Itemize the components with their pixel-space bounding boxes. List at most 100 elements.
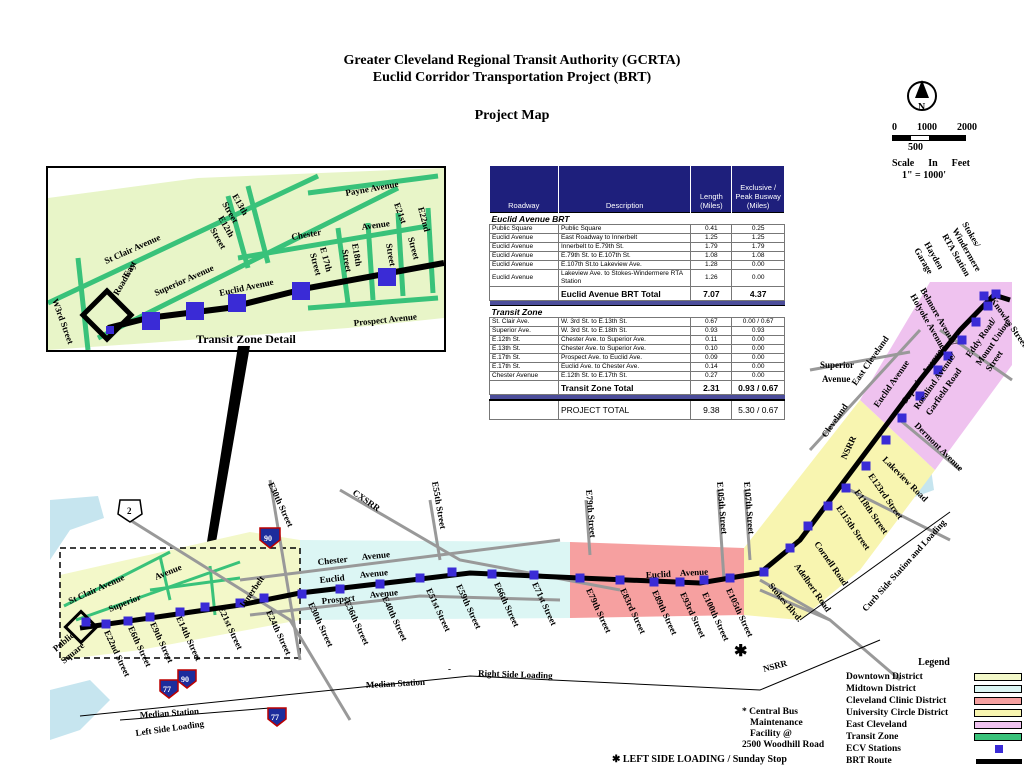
total-exclusive: 4.37 (731, 286, 785, 301)
inset-st-clair-road (48, 173, 320, 306)
legend-item: Transit Zone (846, 731, 1022, 743)
road-cornell (759, 578, 831, 622)
tz-st-clair (63, 550, 171, 608)
road-lakeview (849, 488, 951, 542)
ecv-station (861, 461, 871, 471)
shield-90b-label: 90 (181, 675, 189, 684)
inset-caption: Transit Zone Detail (196, 332, 296, 346)
inset-station (292, 282, 310, 300)
table-divider (489, 394, 785, 400)
maintenance-star-icon: ✱ (734, 643, 747, 660)
legend-item: Downtown District (846, 671, 1022, 683)
label-e30: E30th Street (266, 481, 295, 529)
ecv-station (881, 435, 891, 445)
ecv-station (415, 573, 425, 583)
legend-item: BRT Route (846, 755, 1022, 767)
legend-item: ECV Stations (846, 743, 1022, 755)
inset-e12-road (245, 185, 271, 264)
interstate-77-shield-a: 77 (159, 679, 179, 699)
inset-station (186, 302, 204, 320)
maintenance-footnote: * Central Bus Maintenance Facility @ 250… (742, 707, 824, 751)
ecv-station (145, 612, 155, 622)
table-total-row: Euclid Avenue BRT Total 7.07 4.37 (489, 286, 785, 301)
ecv-station (991, 289, 1001, 299)
table-total-row: Transit Zone Total 2.31 0.93 / 0.67 (489, 380, 785, 395)
ecv-station (675, 577, 685, 587)
inset-payne-road (307, 173, 439, 196)
legend-title: Legend (918, 657, 950, 668)
section-name: Euclid Avenue BRT (489, 212, 785, 225)
label-avenue-4: Avenue (680, 567, 709, 578)
inset-e21-road (395, 212, 406, 297)
legend-item: East Cleveland (846, 719, 1022, 731)
road-superior-east (809, 350, 911, 372)
label-e107: E107th Street (742, 481, 757, 534)
ecv-station (235, 598, 245, 608)
label-chester: Chester (317, 554, 348, 567)
ecv-station (725, 573, 735, 583)
table-section-header: Transit Zone (489, 305, 785, 318)
inset-pointer (206, 346, 250, 548)
ecv-station (81, 617, 91, 627)
legend-label: Midtown District (846, 684, 916, 694)
label-euclid-2: Euclid (646, 569, 672, 580)
scale-in: In (928, 158, 938, 169)
label-avenue-1: Avenue (361, 549, 390, 562)
legend-swatch (974, 697, 1022, 705)
ecv-station (123, 616, 133, 626)
legend-swatch (974, 721, 1022, 729)
map-subtitle: Project Map (474, 108, 550, 123)
ecv-station (971, 317, 981, 327)
road-e107 (743, 489, 752, 561)
road-e55 (428, 499, 442, 561)
ecv-station (915, 391, 925, 401)
shield-90-label: 90 (264, 534, 272, 543)
ecv-station (529, 570, 539, 580)
ecv-station (200, 602, 210, 612)
legend-swatch (974, 673, 1022, 681)
inset-chester-road (237, 223, 429, 261)
ecv-station (943, 351, 953, 361)
col-exclusive: Exclusive / Peak Busway (Miles) (731, 166, 785, 213)
legend-swatch-route (976, 758, 1022, 764)
footnote-line-3: Facility @ (750, 729, 792, 739)
legend-rows: Downtown District Midtown District Cleve… (846, 671, 1022, 767)
cell-description: Lakeview Ave. to Stokes-Windermere RTA S… (557, 269, 692, 287)
label-e105: E105th Street (715, 481, 730, 534)
inset-stations (106, 268, 396, 334)
ecv-station (803, 521, 813, 531)
legend-swatch (974, 709, 1022, 717)
inset-prospect-road (307, 295, 439, 311)
ecv-station (983, 301, 993, 311)
scale-1000: 1000 (917, 122, 937, 133)
total-label: Euclid Avenue BRT Total (557, 286, 692, 301)
label-avenue-6: Avenue (822, 374, 850, 384)
left-side-loading-note: ✱ LEFT SIDE LOADING / Sunday Stop (612, 754, 787, 765)
ecv-station (615, 575, 625, 585)
grand-total-length: 9.38 (690, 399, 733, 420)
footnote-line-1: * Central Bus (742, 707, 798, 717)
district-university (744, 400, 935, 620)
district-midtown (300, 540, 570, 620)
legend-label: ECV Stations (846, 744, 901, 754)
ecv-station (933, 365, 943, 375)
section-name: Transit Zone (489, 305, 785, 318)
shield-77b-label: 77 (271, 713, 279, 722)
title-block: Greater Cleveland Regional Transit Autho… (0, 52, 1024, 124)
legend-label: East Cleveland (846, 720, 907, 730)
label-nsrr-2: NSRR (762, 658, 789, 674)
legend-item: Midtown District (846, 683, 1022, 695)
table-body: Euclid Avenue BRT Public Square Public S… (489, 212, 785, 420)
lake-area (50, 496, 104, 560)
inset-station (228, 294, 246, 312)
total-length: 2.31 (690, 380, 733, 395)
ecv-station (759, 567, 769, 577)
legend-swatch (974, 685, 1022, 693)
label-prospect: Prospect (321, 593, 355, 606)
label-avenue-2: Avenue (359, 567, 388, 580)
ecv-station (841, 483, 851, 493)
ecv-station (375, 579, 385, 589)
ecv-station (487, 569, 497, 579)
inset-station (106, 326, 114, 334)
road-e105 (716, 489, 726, 581)
